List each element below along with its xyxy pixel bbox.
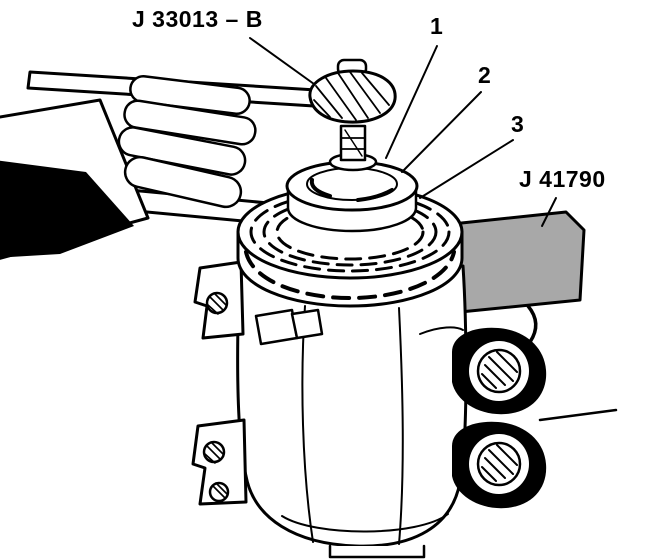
mounting-lug-upper (193, 260, 245, 340)
tool-head (308, 58, 397, 124)
leader-callout-1 (385, 45, 438, 159)
clutch-hub (285, 124, 419, 233)
label-callout-2: 2 (478, 62, 492, 88)
leader-callout-3 (419, 139, 514, 199)
hand (0, 75, 257, 260)
thumb (123, 155, 243, 209)
sleeve-shadow (0, 160, 134, 258)
terminal-block (254, 308, 299, 346)
holding-fixture-block (450, 210, 586, 344)
label-fixture-right: J 41790 (519, 166, 606, 192)
label-callout-1: 1 (430, 13, 444, 39)
compressor-body (236, 262, 468, 559)
surface-line (538, 408, 618, 422)
clamp-knob (476, 348, 522, 394)
finger (123, 99, 257, 146)
clamp-knob (476, 441, 522, 487)
label-tool-upper: J 33013 – B (132, 6, 263, 32)
leader-fixture-right (541, 197, 557, 227)
label-callout-3: 3 (511, 111, 525, 137)
leader-lines (249, 37, 557, 227)
clamp-upper (452, 327, 547, 415)
leader-callout-2 (401, 91, 482, 173)
clamp-lower (452, 421, 547, 509)
leader-tool-upper (249, 37, 315, 85)
mounting-lug-lower (191, 418, 248, 506)
